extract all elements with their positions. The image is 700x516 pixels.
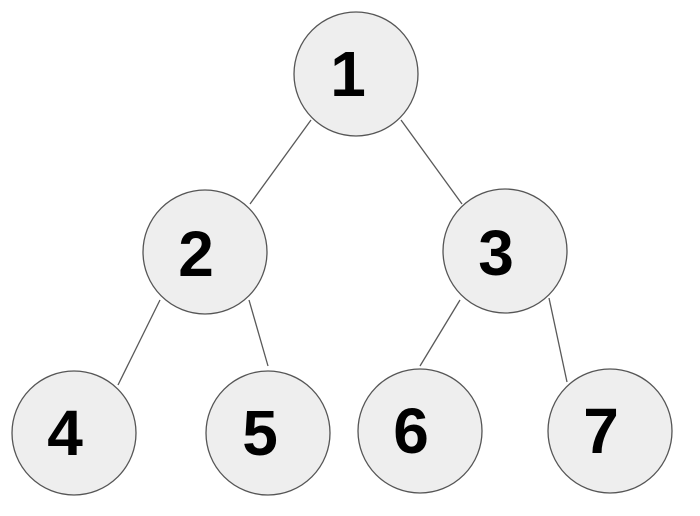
tree-node-4: 4	[11, 370, 137, 496]
tree-node-3: 3	[442, 188, 568, 314]
node-label: 7	[583, 395, 619, 467]
node-circle	[547, 368, 673, 494]
node-label: 1	[330, 38, 366, 110]
edge-1-2	[249, 119, 312, 205]
edge-1-3	[400, 119, 463, 205]
node-label: 4	[47, 397, 83, 469]
tree-node-5: 5	[205, 370, 331, 496]
tree-node-6: 6	[357, 368, 483, 494]
node-circle	[442, 188, 568, 314]
node-circle	[142, 189, 268, 315]
node-label: 6	[393, 395, 429, 467]
edges-layer	[117, 119, 568, 386]
node-circle	[293, 11, 419, 137]
edge-3-7	[548, 297, 568, 383]
edge-2-5	[248, 299, 269, 367]
node-label: 3	[478, 217, 514, 289]
node-circle	[357, 368, 483, 494]
edge-3-6	[419, 299, 461, 367]
edge-2-4	[117, 299, 161, 386]
node-circle	[11, 370, 137, 496]
tree-node-7: 7	[547, 368, 673, 494]
nodes-layer: 1 2 3 4 5 6 7	[11, 11, 673, 496]
tree-node-2: 2	[142, 189, 268, 315]
node-circle	[205, 370, 331, 496]
node-label: 2	[178, 218, 214, 290]
tree-node-1: 1	[293, 11, 419, 137]
node-label: 5	[242, 397, 278, 469]
